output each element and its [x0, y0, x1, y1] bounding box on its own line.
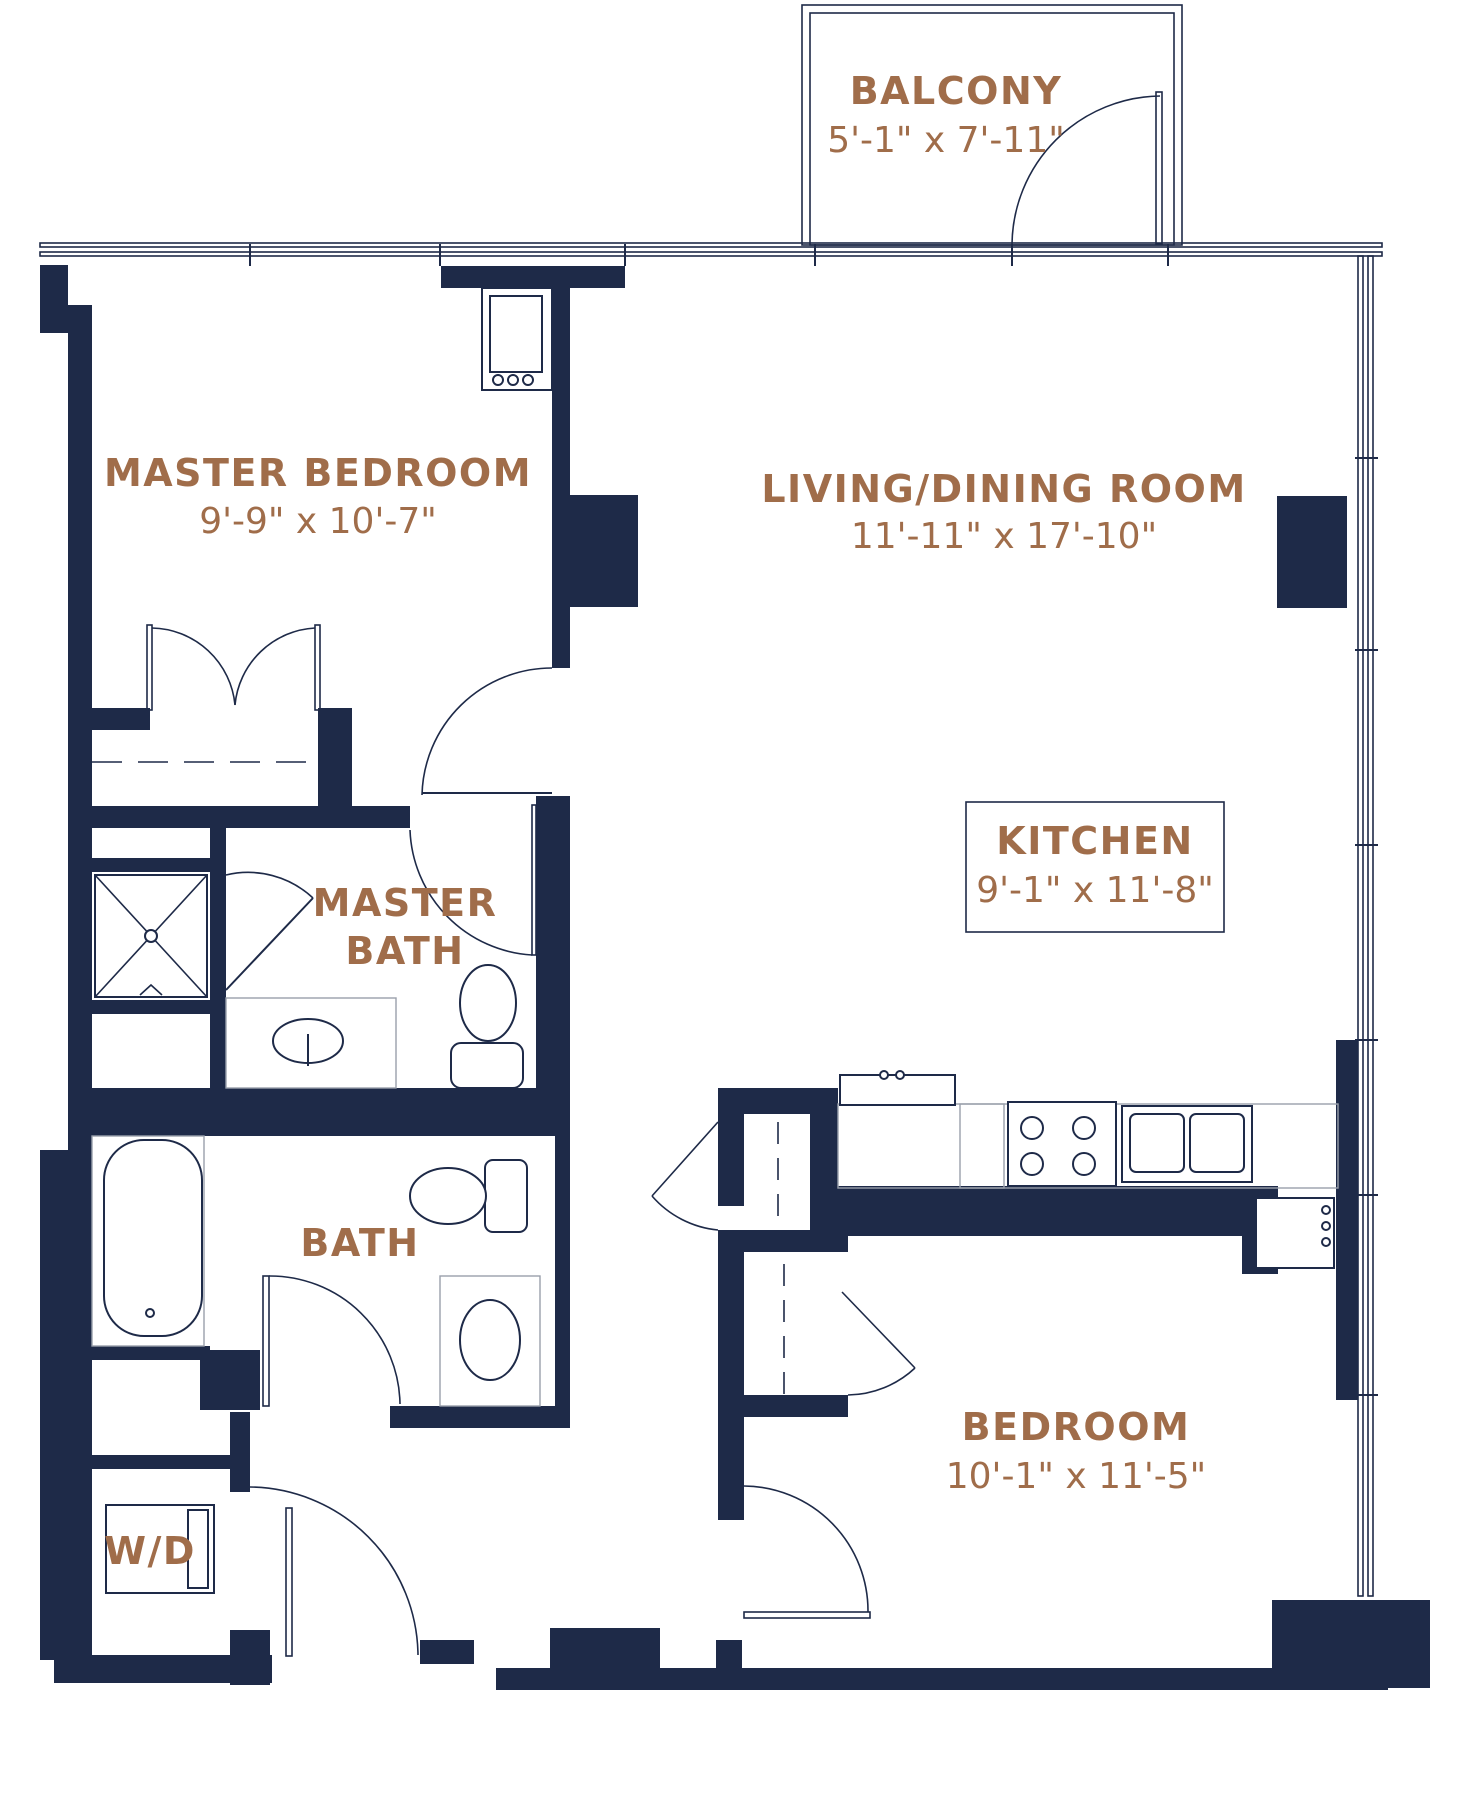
master-bath-name-2: BATH — [345, 929, 464, 973]
room-labels: BALCONY 5'-1" x 7'-11" MASTER BEDROOM 9'… — [104, 69, 1246, 1573]
kitchen-name: KITCHEN — [996, 819, 1193, 863]
wd-name: W/D — [104, 1529, 196, 1573]
balcony-dims: 5'-1" x 7'-11" — [827, 120, 1065, 161]
bath-name: BATH — [300, 1221, 419, 1265]
balcony-name: BALCONY — [850, 69, 1063, 113]
bedroom-name: BEDROOM — [962, 1405, 1191, 1449]
bedroom-dims: 10'-1" x 11'-5" — [946, 1456, 1207, 1497]
fixtures — [91, 287, 1339, 1594]
doors — [92, 624, 916, 1657]
toilet-master — [459, 964, 517, 1042]
bathtub — [103, 1139, 203, 1337]
fridge — [1255, 1197, 1335, 1269]
master-bath-name-1: MASTER — [313, 881, 498, 925]
master-bedroom-dims: 9'-9" x 10'-7" — [199, 501, 437, 542]
kitchen-sink-top — [839, 1074, 956, 1106]
right-window-band — [1355, 255, 1378, 1597]
walls — [40, 265, 1430, 1690]
living-dining-dims: 11'-11" x 17'-10" — [851, 516, 1157, 557]
top-window-band — [39, 242, 1383, 266]
master-bedroom-name: MASTER BEDROOM — [104, 451, 532, 495]
living-dining-name: LIVING/DINING ROOM — [761, 467, 1246, 511]
balcony-outline — [801, 4, 1183, 246]
kitchen-dims: 9'-1" x 11'-8" — [976, 870, 1214, 911]
range — [1007, 1101, 1117, 1187]
toilet-bath — [484, 1159, 528, 1233]
